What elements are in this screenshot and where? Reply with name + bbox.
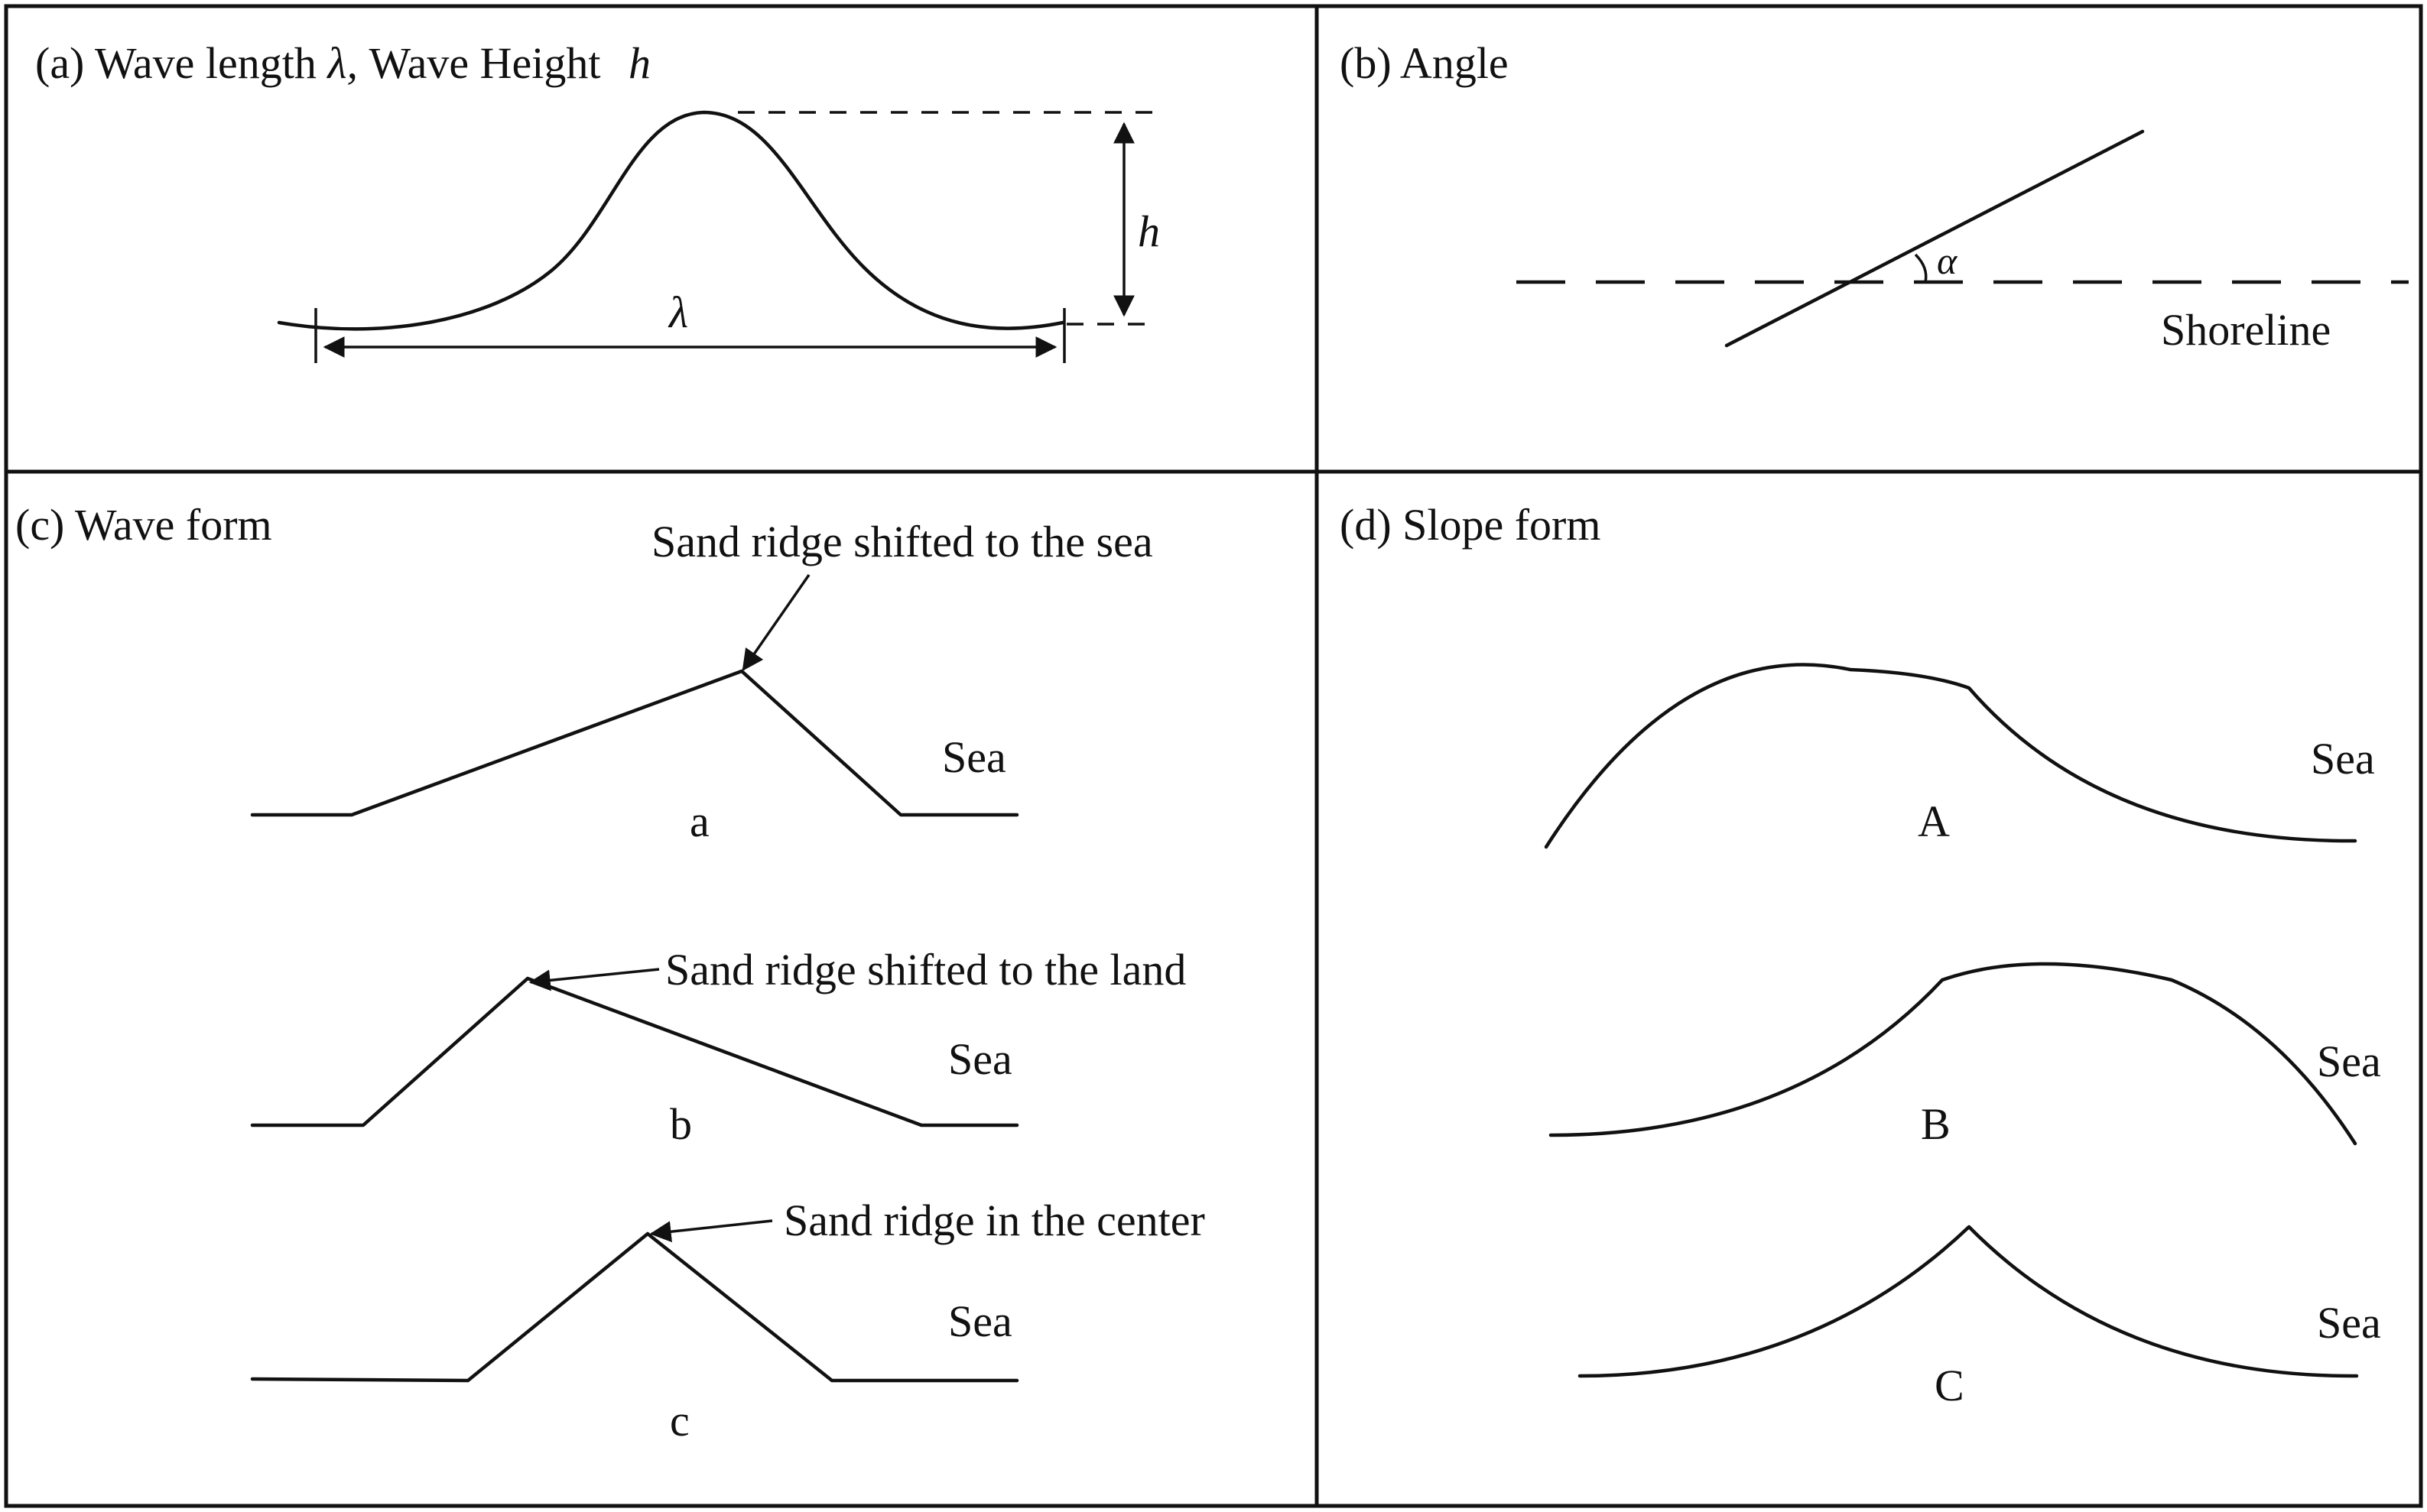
outer-frame: [4, 4, 2423, 1508]
length-label: λ: [668, 287, 688, 337]
shoreline-label: Shoreline: [2161, 305, 2331, 355]
profile-c-sea-label: Sea: [948, 1296, 1012, 1346]
panel-a-title-h: h: [629, 38, 651, 88]
profile-a: Sand ridge shifted to the sea Sea a: [250, 517, 1153, 846]
panel-b: (b) Angle α Shoreline: [1340, 38, 2409, 355]
profile-B-letter: B: [1921, 1099, 1951, 1149]
profile-c-line: [250, 1231, 1019, 1383]
profile-A-curve: [1544, 663, 2357, 849]
panel-b-title: (b) Angle: [1340, 38, 1509, 88]
angle-label: α: [1937, 239, 1958, 282]
profile-A-sea-label: Sea: [2311, 734, 2375, 784]
profile-c-arrow: [649, 1219, 773, 1243]
profile-b: Sand ridge shifted to the land Sea b: [250, 945, 1186, 1149]
profile-A: Sea A: [1544, 663, 2375, 849]
profile-c-annotation: Sand ridge in the center: [784, 1196, 1205, 1245]
profile-c: Sand ridge in the center Sea c: [250, 1196, 1205, 1445]
profile-B-sea-label: Sea: [2317, 1037, 2381, 1086]
profile-C-letter: C: [1935, 1361, 1964, 1410]
profile-a-sea-label: Sea: [942, 732, 1006, 782]
profile-a-letter: a: [690, 797, 710, 846]
profile-a-annotation: Sand ridge shifted to the sea: [651, 517, 1153, 566]
panel-a-title: (a) Wave length λ, Wave Height h: [35, 38, 651, 88]
panel-a-title-middle: Wave Height: [358, 38, 612, 88]
profile-B-curve: [1548, 962, 2357, 1146]
profile-a-arrow: [742, 574, 811, 671]
panel-a-title-prefix: (a) Wave length: [35, 38, 327, 88]
profile-b-letter: b: [670, 1099, 692, 1149]
panel-d: (d) Slope form Sea A Sea B Sea C: [1340, 500, 2381, 1410]
profile-b-annotation: Sand ridge shifted to the land: [665, 945, 1186, 994]
height-label: h: [1138, 206, 1160, 256]
profile-B: Sea B: [1548, 962, 2381, 1149]
profile-a-line: [250, 669, 1019, 817]
panel-c: (c) Wave form Sand ridge shifted to the …: [15, 500, 1205, 1445]
ridge-axis-line: [1724, 129, 2145, 348]
profile-b-line: [250, 976, 1019, 1128]
profile-c-letter: c: [670, 1396, 690, 1445]
panel-d-title: (d) Slope form: [1340, 500, 1601, 550]
profile-b-sea-label: Sea: [948, 1034, 1012, 1084]
panel-a: (a) Wave length λ, Wave Height h h λ: [35, 38, 1160, 363]
wave-profile-curve: [277, 110, 1065, 331]
profile-C: Sea C: [1577, 1225, 2381, 1410]
panel-c-title: (c) Wave form: [15, 500, 272, 550]
profile-A-letter: A: [1918, 797, 1950, 846]
profile-C-sea-label: Sea: [2317, 1298, 2381, 1348]
panel-a-title-lambda: λ,: [326, 38, 358, 88]
profile-b-arrow: [528, 968, 660, 991]
profile-C-curve: [1577, 1225, 2359, 1378]
angle-arc: [1914, 253, 1928, 283]
